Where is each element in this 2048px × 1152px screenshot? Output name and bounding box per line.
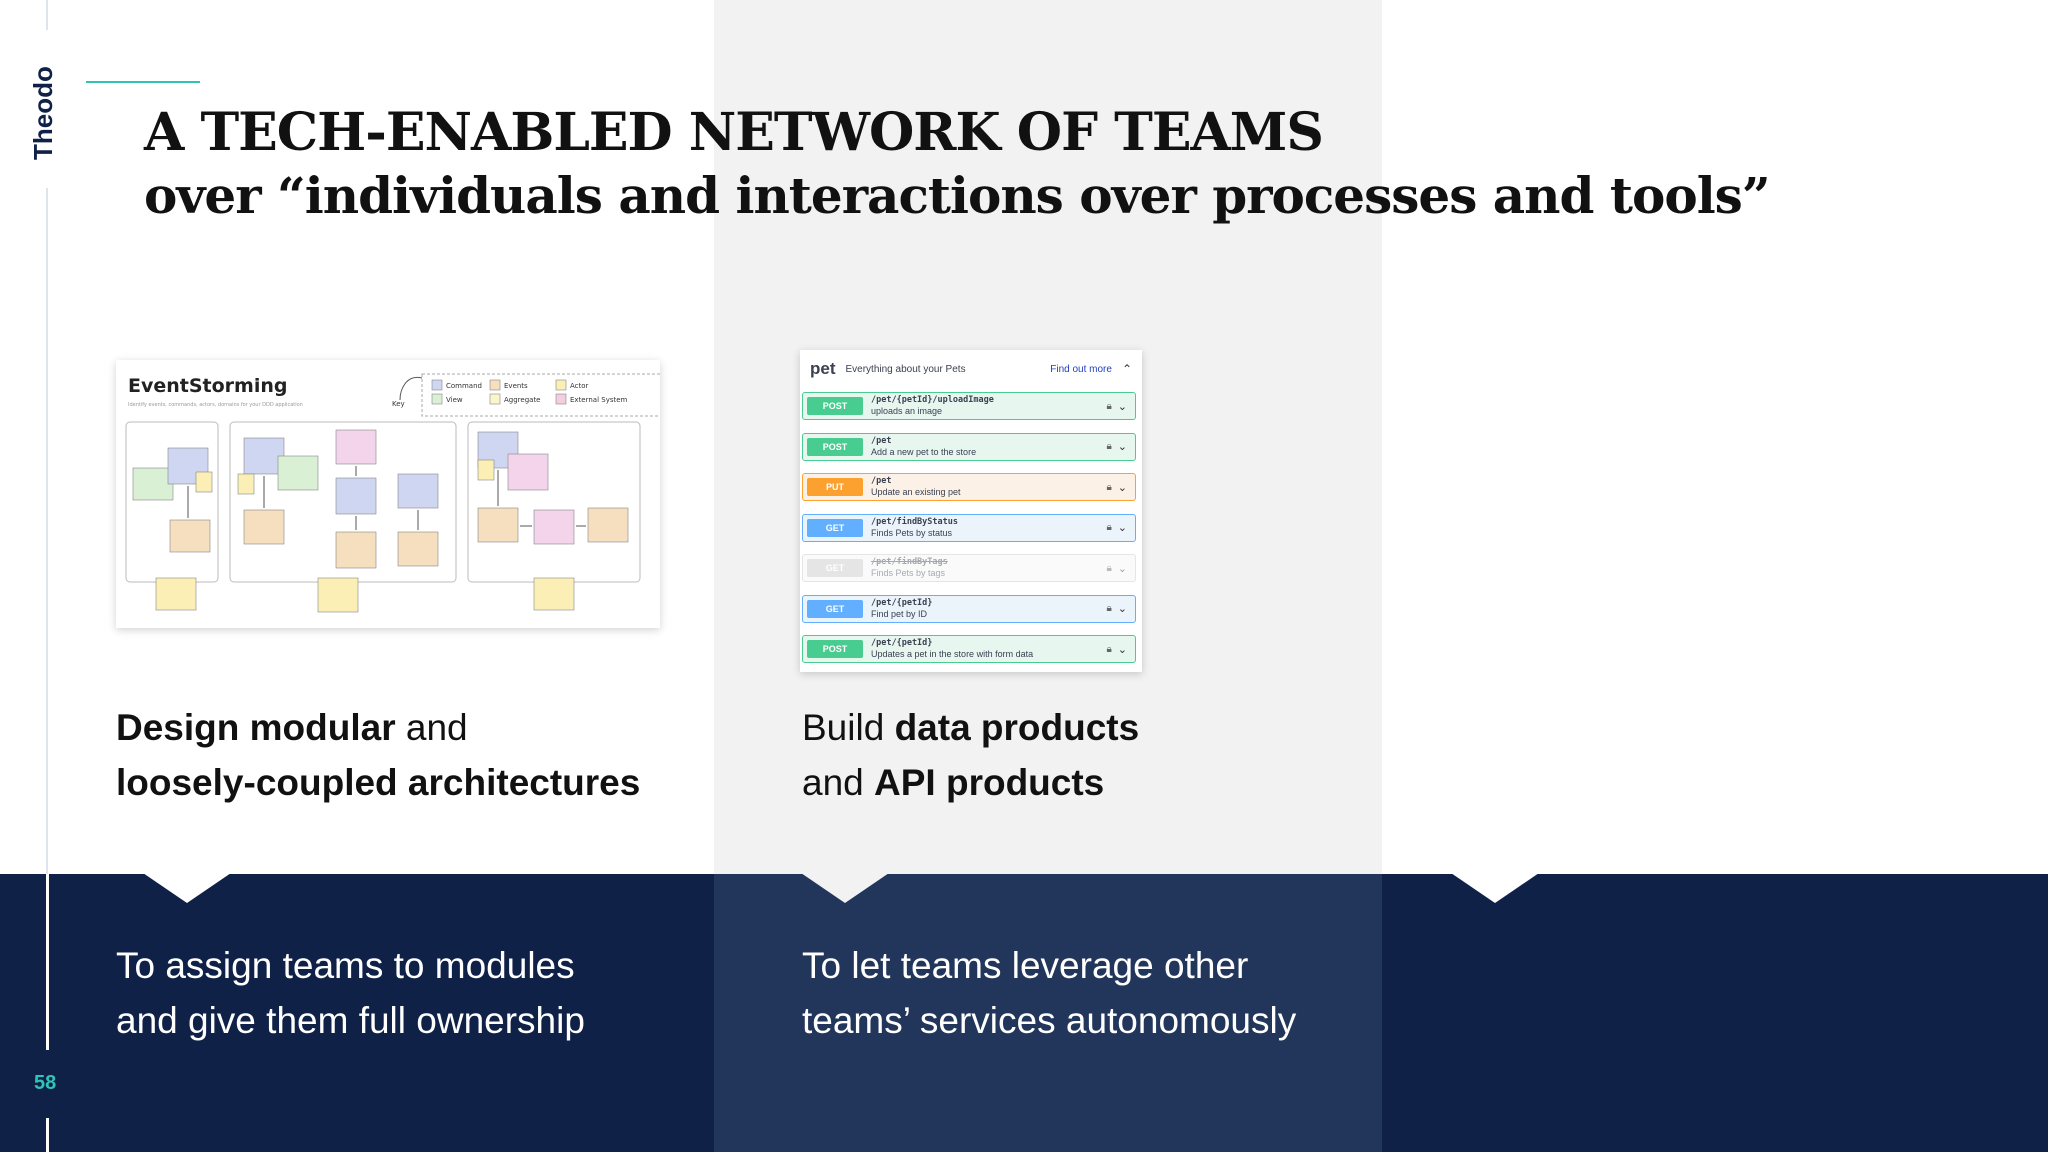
caption-modular-architectures: Design modular and loosely-coupled archi… [116, 700, 640, 810]
api-operation-text: /pet/{petId}Updates a pet in the store w… [871, 638, 1106, 660]
chevron-down-icon: ⌄ [1117, 522, 1127, 534]
api-tag-name: pet [810, 359, 836, 378]
api-summary: uploads an image [871, 406, 943, 416]
accent-line [86, 81, 200, 83]
band-notch-right [1451, 873, 1539, 903]
chevron-down-icon: ⌄ [1117, 643, 1127, 656]
band-line: To assign teams to modules [116, 945, 575, 986]
caption-bold: loosely-coupled architectures [116, 762, 641, 803]
http-method-badge: PUT [807, 478, 863, 496]
band-text-ownership: To assign teams to modules and give them… [116, 938, 585, 1048]
caption-text: and [395, 707, 468, 748]
api-summary: Update an existing pet [871, 487, 961, 497]
caption-text: and [802, 762, 875, 803]
es-legend-view: View [446, 396, 463, 404]
page-subtitle: over “individuals and interactions over … [144, 166, 1771, 225]
es-key-label: Key [392, 400, 405, 408]
api-tag-header: pet Everything about your Pets Find out … [810, 356, 1132, 382]
api-summary: Finds Pets by tags [871, 568, 946, 578]
http-method-badge: POST [807, 640, 863, 658]
theodo-logo: Theodo [30, 66, 58, 160]
chevron-down-icon: ⌄ [1117, 562, 1127, 575]
api-summary: Add a new pet to the store [871, 446, 977, 457]
caption-bold: data products [894, 707, 1140, 748]
api-docs-image: pet Everything about your Pets Find out … [800, 350, 1142, 672]
es-legend-events: Events [504, 382, 528, 390]
api-path: /pet/findByStatus [871, 516, 958, 527]
band-line: To let teams leverage other [802, 945, 1249, 986]
es-tagline: Identify events, commands, actors, domai… [128, 402, 303, 408]
band-notch-middle [801, 873, 889, 903]
caption-text: Build [802, 707, 895, 748]
caption-data-api-products: Build data products and API products [802, 700, 1139, 810]
api-path: /pet/{petId} [871, 638, 933, 648]
es-legend-external: External System [570, 396, 628, 404]
api-summary: Updates a pet in the store with form dat… [871, 649, 1034, 659]
left-rule-band [46, 874, 49, 1050]
chevron-down-icon: ⌄ [1117, 603, 1127, 615]
lock-icon: 🔒︎ [1106, 603, 1112, 614]
left-rule-middle [46, 188, 48, 874]
api-path: /pet/findByTags [871, 557, 948, 567]
api-operation-row: POST/pet/{petId}Updates a pet in the sto… [802, 635, 1136, 663]
left-rule-top [46, 0, 48, 30]
es-legend-aggregate: Aggregate [504, 396, 541, 404]
chevron-down-icon: ⌄ [1117, 441, 1127, 453]
caption-bold: Design modular [116, 707, 396, 748]
eventstorming-image: EventStorming Identify events, commands,… [116, 360, 665, 628]
page-number: 58 [34, 1072, 57, 1094]
api-summary: Finds Pets by status [871, 527, 953, 538]
api-tag-description: Everything about your Pets [845, 363, 966, 375]
lock-icon: 🔒︎ [1106, 522, 1112, 533]
es-title: EventStorming [128, 375, 288, 397]
http-method-badge: GET [807, 599, 863, 618]
left-rule-bottom [46, 1118, 49, 1152]
http-method-badge: POST [807, 397, 863, 415]
lock-icon: 🔒︎ [1106, 481, 1112, 493]
api-path: /pet [871, 435, 892, 446]
band-text-autonomy: To let teams leverage other teams’ servi… [802, 938, 1296, 1048]
logo-text: Theodo [30, 66, 58, 160]
chevron-down-icon: ⌄ [1117, 400, 1127, 413]
lock-icon: 🔒︎ [1106, 441, 1112, 452]
lock-icon: 🔒︎ [1106, 400, 1112, 412]
band-line: and give them full ownership [116, 1000, 585, 1041]
api-operation-text: /pet/{petId}Find pet by ID [871, 598, 1106, 620]
api-summary: Find pet by ID [871, 608, 928, 619]
http-method-badge: POST [807, 437, 863, 456]
caption-bold: API products [874, 762, 1105, 803]
api-path: /pet [871, 476, 892, 486]
http-method-badge: GET [807, 559, 863, 577]
chevron-up-icon: ⌃ [1121, 362, 1132, 376]
es-legend-command: Command [446, 382, 482, 390]
api-operation-row: GET/pet/{petId}Find pet by ID🔒︎⌄ [802, 594, 1136, 623]
band-notch-left [143, 873, 231, 903]
es-legend-actor: Actor [570, 382, 589, 390]
chevron-down-icon: ⌄ [1117, 481, 1127, 494]
band-line: teams’ services autonomously [802, 1000, 1297, 1041]
page-title: A TECH-ENABLED NETWORK OF TEAMS [144, 102, 1324, 163]
bottom-band-middle [714, 874, 1382, 1152]
http-method-badge: GET [807, 518, 863, 537]
api-path: /pet/{petId}/uploadImage [871, 395, 994, 405]
api-path: /pet/{petId} [871, 597, 933, 608]
lock-icon: 🔒︎ [1106, 643, 1112, 655]
find-out-more-link: Find out more [1050, 363, 1112, 375]
lock-icon: 🔒︎ [1106, 562, 1112, 574]
